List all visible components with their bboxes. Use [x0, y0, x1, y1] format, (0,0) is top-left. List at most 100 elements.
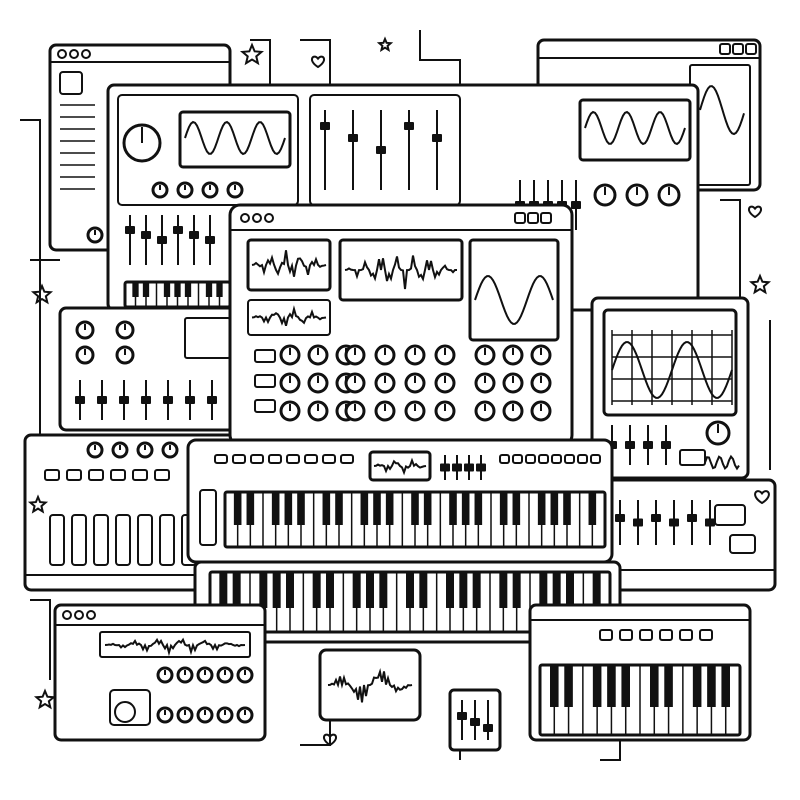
black-key	[379, 572, 388, 608]
black-key	[621, 665, 630, 707]
pad-button	[538, 454, 549, 464]
fader-icon	[75, 380, 85, 420]
knob-icon	[404, 372, 426, 394]
black-key	[512, 492, 521, 525]
knob-icon	[201, 181, 219, 199]
black-key	[607, 665, 616, 707]
knob-icon	[404, 400, 426, 422]
fader-icon	[669, 500, 679, 545]
fader-cap	[163, 396, 173, 404]
black-key	[385, 492, 394, 525]
black-key	[459, 572, 468, 608]
black-key	[474, 492, 483, 525]
black-key	[219, 572, 228, 608]
black-key	[297, 492, 305, 525]
black-key	[423, 492, 432, 525]
window-close-icon	[540, 212, 552, 224]
fader-icon	[205, 215, 215, 265]
pad-button	[154, 469, 170, 481]
pad-button	[599, 629, 613, 641]
window-dot-icon	[86, 610, 96, 620]
pad-button	[512, 454, 523, 464]
black-key	[286, 572, 294, 608]
fader-cap	[189, 231, 199, 239]
black-key	[592, 665, 602, 707]
slider-slot	[93, 514, 109, 566]
window-dot-icon	[240, 213, 250, 223]
bottom-right-window	[528, 603, 752, 742]
slider-slot	[115, 514, 131, 566]
waveform	[474, 275, 554, 325]
black-key	[259, 572, 268, 608]
pad-button	[619, 629, 633, 641]
fader-icon	[163, 380, 173, 420]
pad-button	[132, 469, 148, 481]
pad-button	[214, 454, 228, 464]
fader-icon	[470, 700, 480, 740]
fader-icon	[119, 380, 129, 420]
black-key	[411, 492, 419, 525]
knob-icon	[122, 123, 162, 163]
knob-icon	[474, 400, 496, 422]
knob-icon	[156, 706, 174, 724]
window-dot-icon	[69, 49, 79, 59]
knob-icon	[279, 400, 301, 422]
window-maximize-icon	[732, 43, 744, 55]
fader-cap	[633, 518, 643, 527]
black-key	[335, 492, 343, 525]
black-key	[163, 282, 171, 297]
star-icon	[240, 42, 264, 66]
fader-icon	[432, 110, 442, 190]
black-key	[550, 492, 559, 525]
knob-icon	[502, 372, 524, 394]
black-key	[232, 572, 241, 608]
pad-button	[639, 629, 653, 641]
mini-display	[247, 299, 331, 336]
knob-icon	[279, 372, 301, 394]
window-dot-icon	[264, 213, 274, 223]
fader-cap	[625, 441, 635, 449]
black-key	[184, 282, 192, 297]
knob-icon	[434, 400, 456, 422]
pad-button	[268, 454, 282, 464]
circuit-trace	[20, 119, 41, 470]
lower-keys	[208, 570, 612, 634]
star-icon	[27, 494, 49, 514]
window-dot-icon	[62, 610, 72, 620]
fader-icon	[141, 215, 151, 265]
waveform	[184, 120, 286, 156]
fader-icon	[97, 380, 107, 420]
waveform	[327, 667, 413, 703]
knob-icon	[307, 400, 329, 422]
fader-cap	[440, 463, 450, 472]
section	[117, 94, 299, 206]
black-key	[360, 492, 369, 525]
knob-icon	[176, 181, 194, 199]
fader-icon	[633, 500, 643, 545]
pad-button	[679, 449, 706, 466]
black-key	[650, 665, 659, 707]
circuit-trace	[300, 39, 331, 85]
star-icon	[33, 688, 57, 710]
pad-button	[232, 454, 246, 464]
small-keys	[538, 663, 742, 737]
lower-keyboard	[193, 560, 622, 644]
circuit-trace	[720, 199, 741, 330]
knob-icon	[593, 183, 617, 207]
fader-cap	[119, 396, 129, 404]
knob-icon	[111, 441, 129, 459]
knob-icon	[502, 400, 524, 422]
knob-icon	[236, 706, 254, 724]
waveform	[699, 85, 745, 136]
black-key	[322, 492, 331, 525]
bottom-center-screen	[318, 648, 502, 752]
pad-button	[286, 454, 300, 464]
fader-icon	[625, 425, 635, 465]
fader-icon	[125, 215, 135, 265]
fader-cap	[157, 236, 167, 244]
fader-cap	[376, 146, 386, 154]
fader-icon	[452, 455, 462, 480]
black-key	[552, 572, 561, 608]
black-key	[499, 572, 508, 608]
black-key	[312, 572, 321, 608]
